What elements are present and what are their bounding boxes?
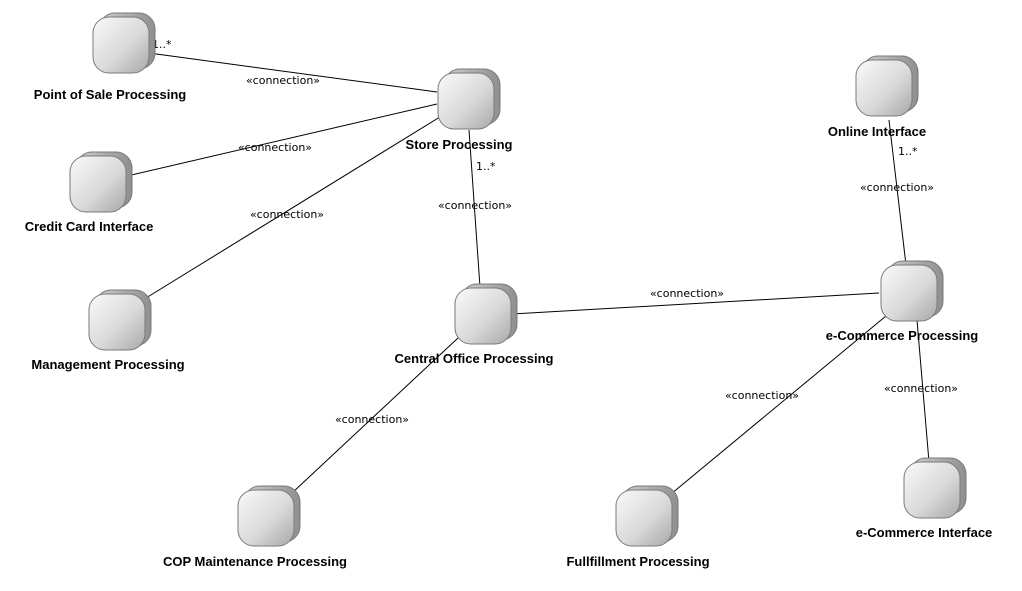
node-mgmt[interactable]: Management Processing bbox=[31, 289, 185, 372]
connection-stereotype-label: «connection» bbox=[438, 199, 512, 212]
node-label: Fullfillment Processing bbox=[566, 554, 709, 569]
connection-stereotype-label: «connection» bbox=[860, 181, 934, 194]
connection-line-ecom-fulfill[interactable] bbox=[670, 315, 887, 495]
node-label: Credit Card Interface bbox=[25, 219, 154, 234]
connection-stereotype-label: «connection» bbox=[335, 413, 409, 426]
node-store[interactable]: Store Processing bbox=[406, 68, 513, 152]
node-online[interactable]: Online Interface bbox=[828, 55, 926, 139]
node-label: Point of Sale Processing bbox=[34, 87, 186, 102]
node-label: Store Processing bbox=[406, 137, 513, 152]
node-central[interactable]: Central Office Processing bbox=[395, 283, 554, 366]
node-icon[interactable] bbox=[92, 12, 156, 74]
node-icon[interactable] bbox=[855, 55, 919, 117]
node-cop[interactable]: COP Maintenance Processing bbox=[163, 485, 347, 569]
connection-line-ccard-store[interactable] bbox=[126, 103, 438, 177]
connection-line-central-cop[interactable] bbox=[291, 337, 459, 494]
node-label: e-Commerce Processing bbox=[826, 328, 979, 343]
node-label: Online Interface bbox=[828, 124, 926, 139]
connection-stereotype-label: «connection» bbox=[725, 389, 799, 402]
node-icon[interactable] bbox=[437, 68, 501, 130]
connection-line-pos-store[interactable] bbox=[148, 52, 438, 93]
connection-line-ecom-ecomif[interactable] bbox=[916, 319, 930, 463]
connections-layer bbox=[126, 52, 930, 495]
connection-stereotype-label: «connection» bbox=[250, 208, 324, 221]
connection-labels-layer: «connection» 1..* «connection» «connection»… bbox=[152, 38, 958, 426]
connection-stereotype-label: «connection» bbox=[238, 141, 312, 154]
node-label: e-Commerce Interface bbox=[856, 525, 993, 540]
node-icon[interactable] bbox=[88, 289, 152, 351]
node-icon[interactable] bbox=[69, 151, 133, 213]
multiplicity-label: 1..* bbox=[898, 145, 918, 158]
node-pos[interactable]: Point of Sale Processing bbox=[34, 12, 186, 102]
node-icon[interactable] bbox=[615, 485, 679, 547]
node-icon[interactable] bbox=[903, 457, 967, 519]
node-ecomif[interactable]: e-Commerce Interface bbox=[856, 457, 993, 540]
connection-line-mgmt-store[interactable] bbox=[145, 111, 449, 299]
node-label: COP Maintenance Processing bbox=[163, 554, 347, 569]
node-icon[interactable] bbox=[454, 283, 518, 345]
connection-line-central-ecom[interactable] bbox=[511, 292, 880, 315]
connection-line-store-central[interactable] bbox=[468, 129, 481, 288]
node-ecom[interactable]: e-Commerce Processing bbox=[826, 260, 979, 343]
node-icon[interactable] bbox=[880, 260, 944, 322]
connection-stereotype-label: «connection» bbox=[884, 382, 958, 395]
multiplicity-label: 1..* bbox=[476, 160, 496, 173]
connection-line-online-ecom[interactable] bbox=[888, 119, 907, 266]
connection-stereotype-label: «connection» bbox=[650, 287, 724, 300]
connection-stereotype-label: «connection» bbox=[246, 74, 320, 87]
node-fulfill[interactable]: Fullfillment Processing bbox=[566, 485, 710, 569]
node-label: Management Processing bbox=[31, 357, 184, 372]
node-ccard[interactable]: Credit Card Interface bbox=[25, 151, 154, 234]
node-icon[interactable] bbox=[237, 485, 301, 547]
multiplicity-label: 1..* bbox=[152, 38, 172, 51]
node-label: Central Office Processing bbox=[395, 351, 554, 366]
